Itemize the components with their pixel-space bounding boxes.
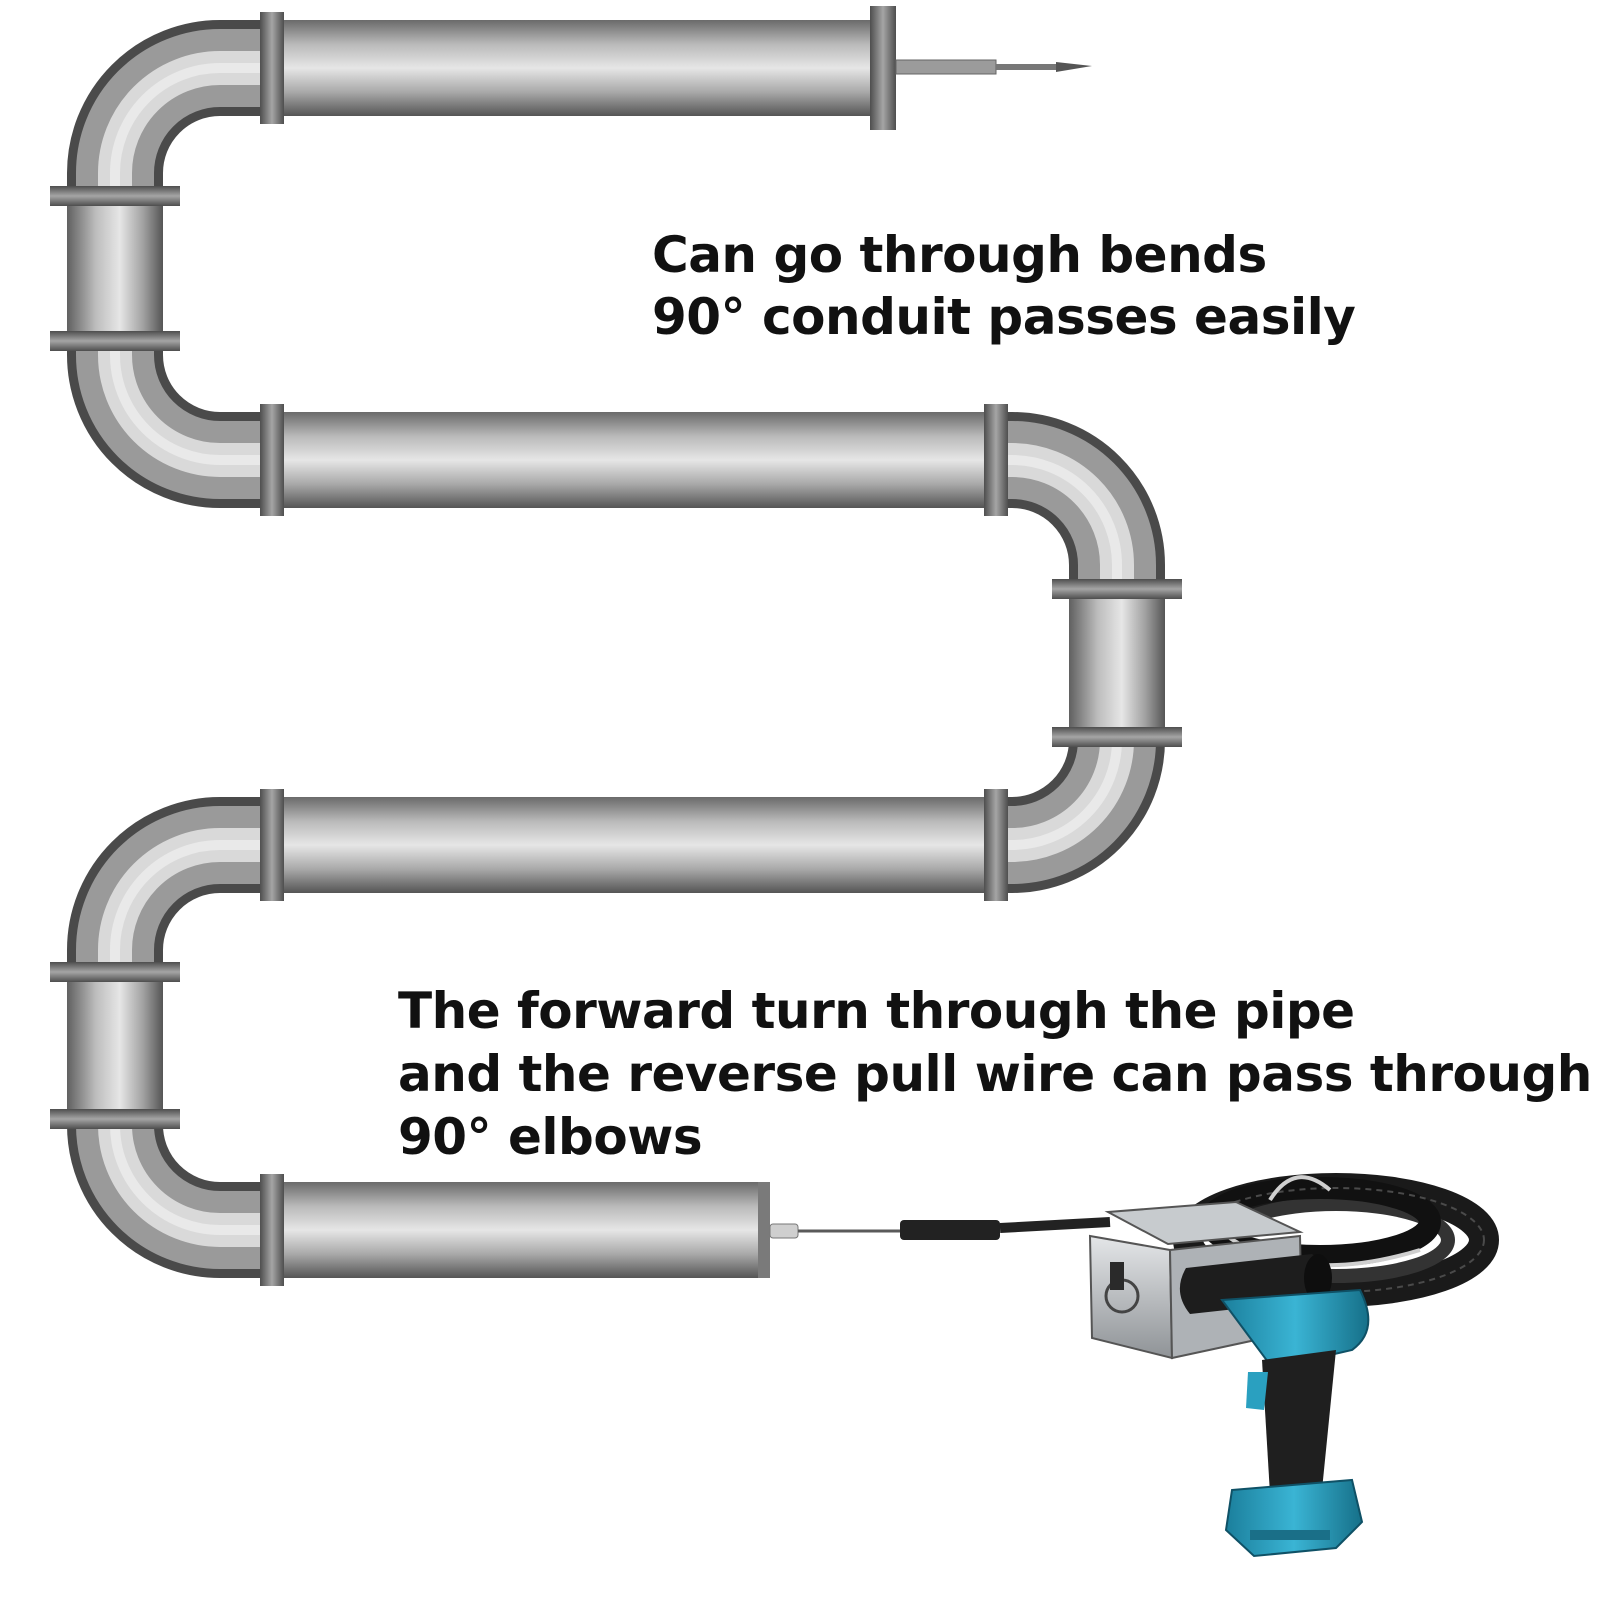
gear-box bbox=[1088, 1234, 1174, 1360]
cable-puller-tool-icon bbox=[1088, 1173, 1499, 1558]
drill-body bbox=[1220, 1288, 1370, 1363]
battery-base bbox=[1224, 1478, 1364, 1558]
pipe-right bbox=[1069, 590, 1165, 730]
caption-bottom: The forward turn through the pipe and th… bbox=[398, 980, 1600, 1169]
flanges-horizontal bbox=[260, 6, 1008, 1286]
caption-top-line-2: 90° conduit passes easily bbox=[652, 288, 1356, 346]
rod-exit bbox=[895, 59, 1092, 75]
pipe-left-upper bbox=[67, 200, 163, 340]
pipe-left-lower bbox=[67, 975, 163, 1115]
pipe-bottom bbox=[262, 1182, 768, 1278]
drill-grip bbox=[1262, 1350, 1336, 1494]
caption-top-line-1: Can go through bends bbox=[652, 226, 1267, 284]
flanges-vertical bbox=[50, 186, 1182, 1129]
caption-top: Can go through bends 90° conduit passes … bbox=[652, 224, 1356, 348]
pipe-second bbox=[262, 412, 998, 508]
caption-bottom-line-1: The forward turn through the pipe bbox=[398, 982, 1355, 1040]
pipe-top bbox=[262, 20, 880, 116]
pipe-third bbox=[262, 797, 998, 893]
caption-bottom-line-2: and the reverse pull wire can pass throu… bbox=[398, 1045, 1600, 1103]
pull-wire bbox=[769, 1217, 1111, 1240]
caption-bottom-line-3: 90° elbows bbox=[398, 1108, 703, 1166]
